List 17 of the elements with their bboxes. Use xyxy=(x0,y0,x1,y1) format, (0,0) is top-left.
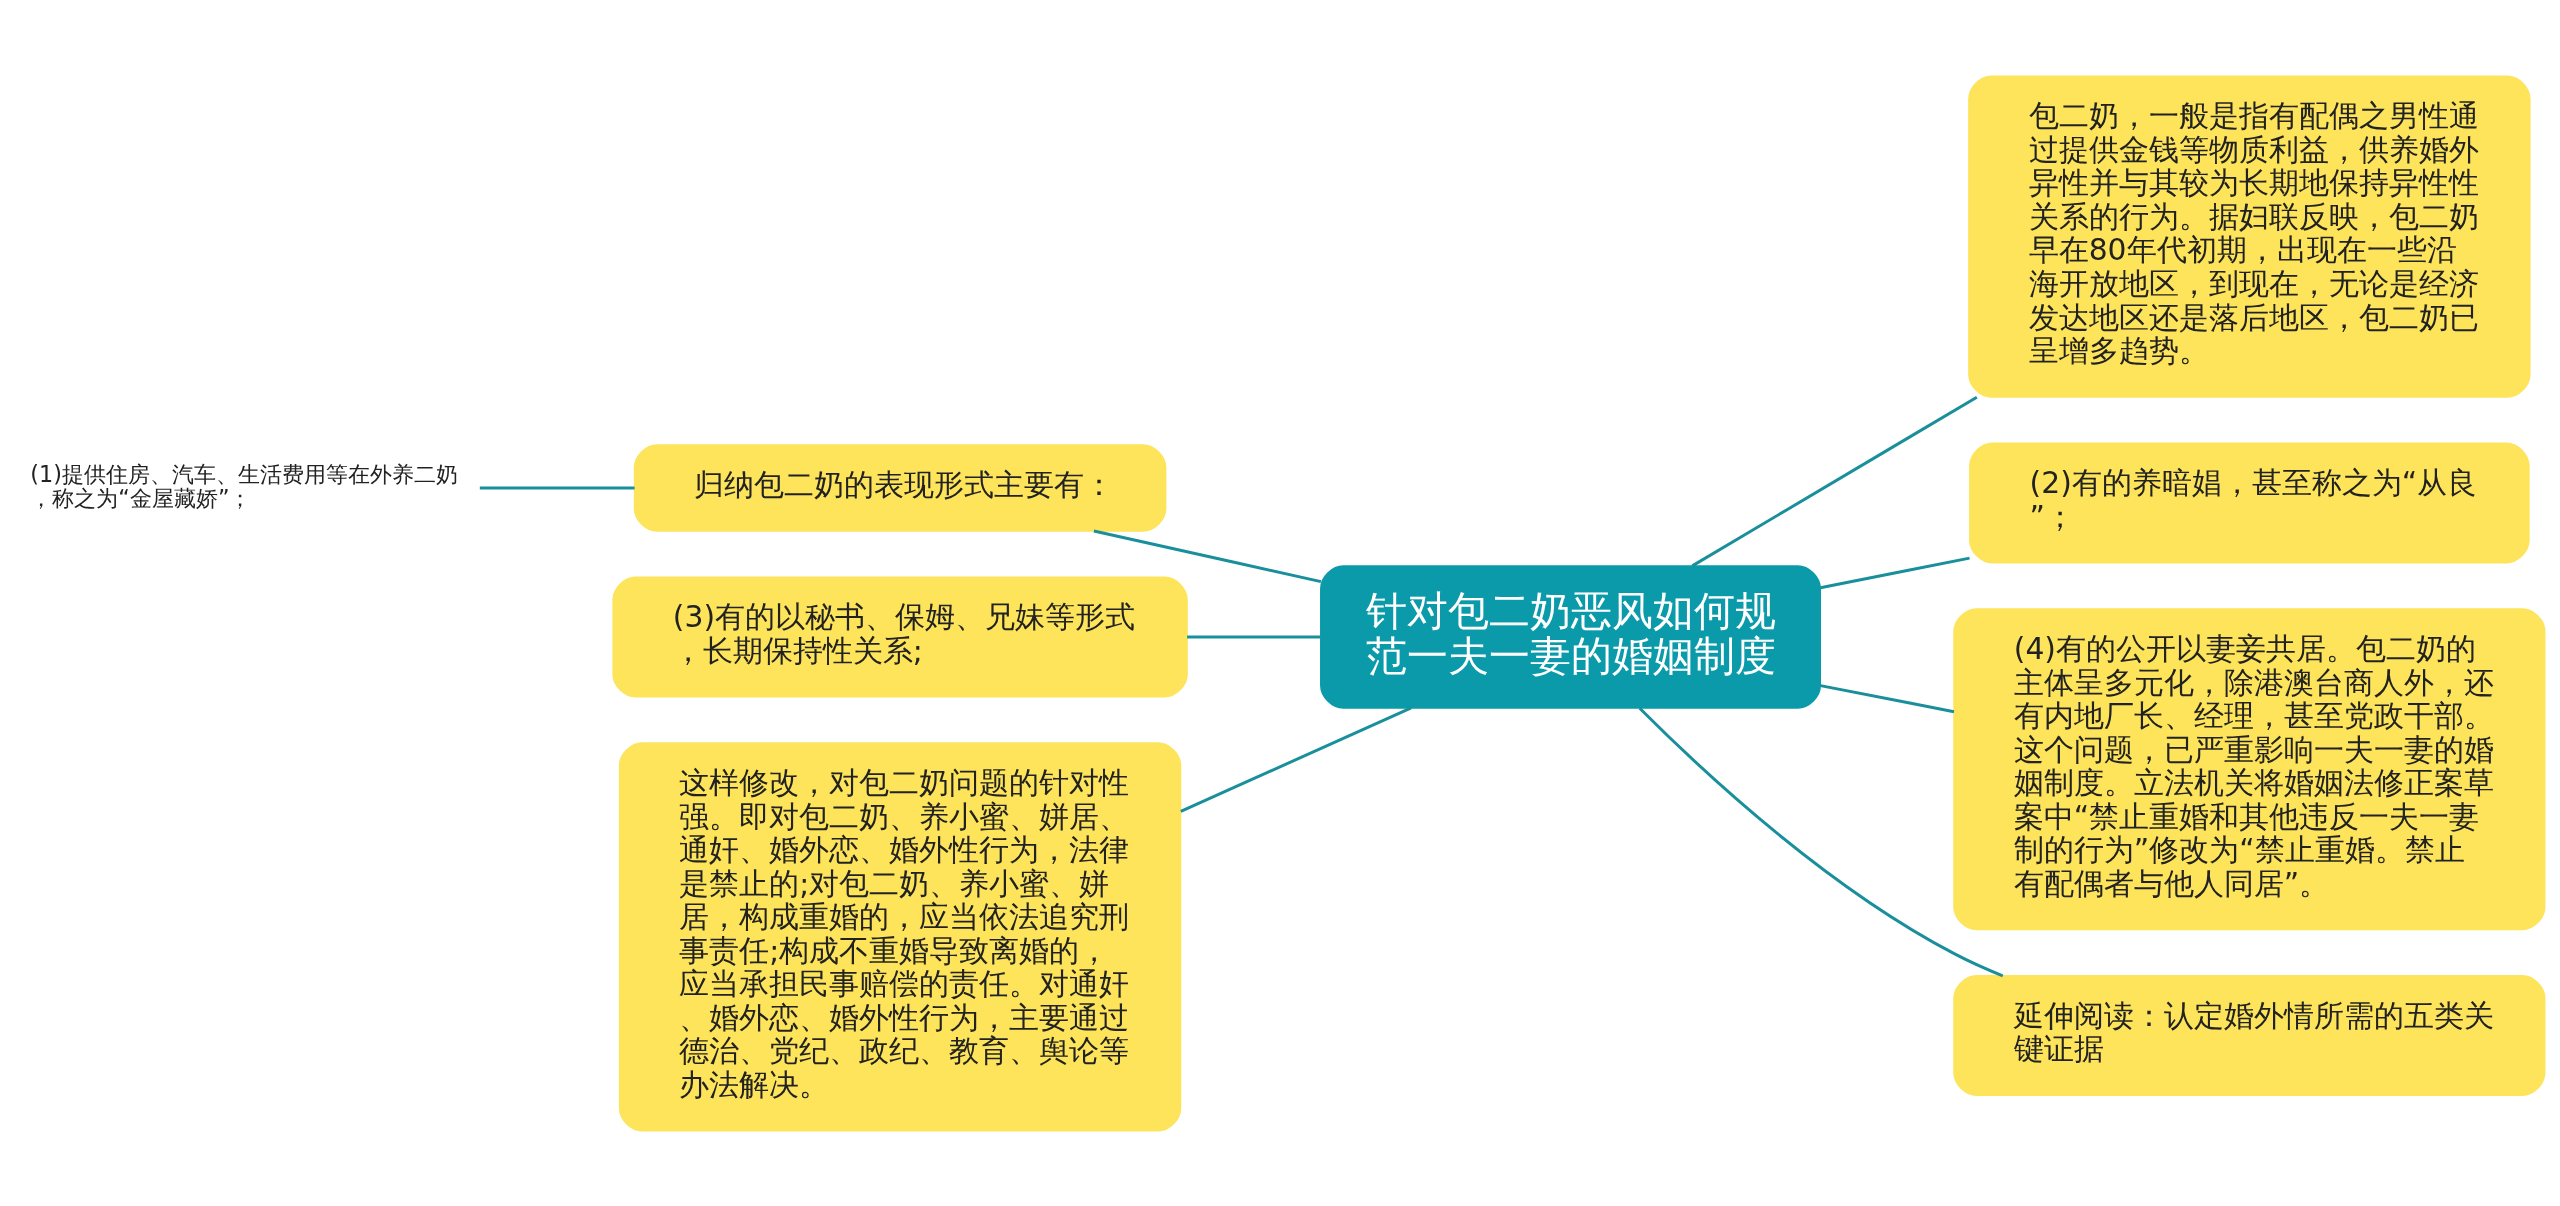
node-box: 这样修改，对包二奶问题的针对性强。即对包二奶、养小蜜、姘居、通奸、婚外恋、婚外性行为，法律是禁止的;对包二奶、养小蜜、姘居，构成重婚的，应当依法追究刑事责任;构成不重婚导致离婚的，应当承担民事赔偿的责任。对通奸、婚外恋、婚外性行为，主要通过德治、党纪、政纪、教育、舆论等办法解决。 xyxy=(618,741,1182,1131)
node-box: (3)有的以秘书、保姆、兄妹等形式，长期保持性关系; xyxy=(612,576,1188,698)
node-box: 延伸阅读：认定婚外情所需的五类关键证据 xyxy=(1953,974,2546,1096)
connector xyxy=(1187,635,1321,638)
connector xyxy=(1638,706,2004,977)
node-box: 归纳包二奶的表现形式主要有： xyxy=(633,443,1167,532)
node-box: 包二奶，一般是指有配偶之男性通过提供金钱等物质利益，供养婚外异性并与其较为长期地保持异性性关系的行为。据妇联反映，包二奶早在80年代初期，出现在一些沿海开放地区，到现在，无论是经济发达地区还是落后地区，包二奶已呈增多趋势。 xyxy=(1968,75,2531,398)
connector xyxy=(1691,395,1978,567)
connector xyxy=(1820,556,1970,589)
connector xyxy=(1093,528,1322,583)
connector xyxy=(1820,683,1955,713)
node-box: (2)有的养暗娼，甚至称之为“从良”； xyxy=(1969,441,2530,563)
node-text: (1)提供住房、汽车、生活费用等在外养二奶，称之为“金屋藏娇”； xyxy=(30,460,458,511)
connector xyxy=(479,486,635,489)
connector xyxy=(1180,706,1412,813)
node-box: 针对包二奶恶风如何规范一夫一妻的婚姻制度 xyxy=(1320,564,1821,709)
node-box: (4)有的公开以妻妾共居。包二奶的主体呈多元化，除港澳台商人外，还有内地厂长、经理，甚至党政干部。这个问题，已严重影响一夫一妻的婚姻制度。立法机关将婚姻法修正案草案中“禁止重婚和其他违反一夫一妻制的行为”修改为“禁止重婚。禁止有配偶者与他人同居”。 xyxy=(1953,607,2546,930)
